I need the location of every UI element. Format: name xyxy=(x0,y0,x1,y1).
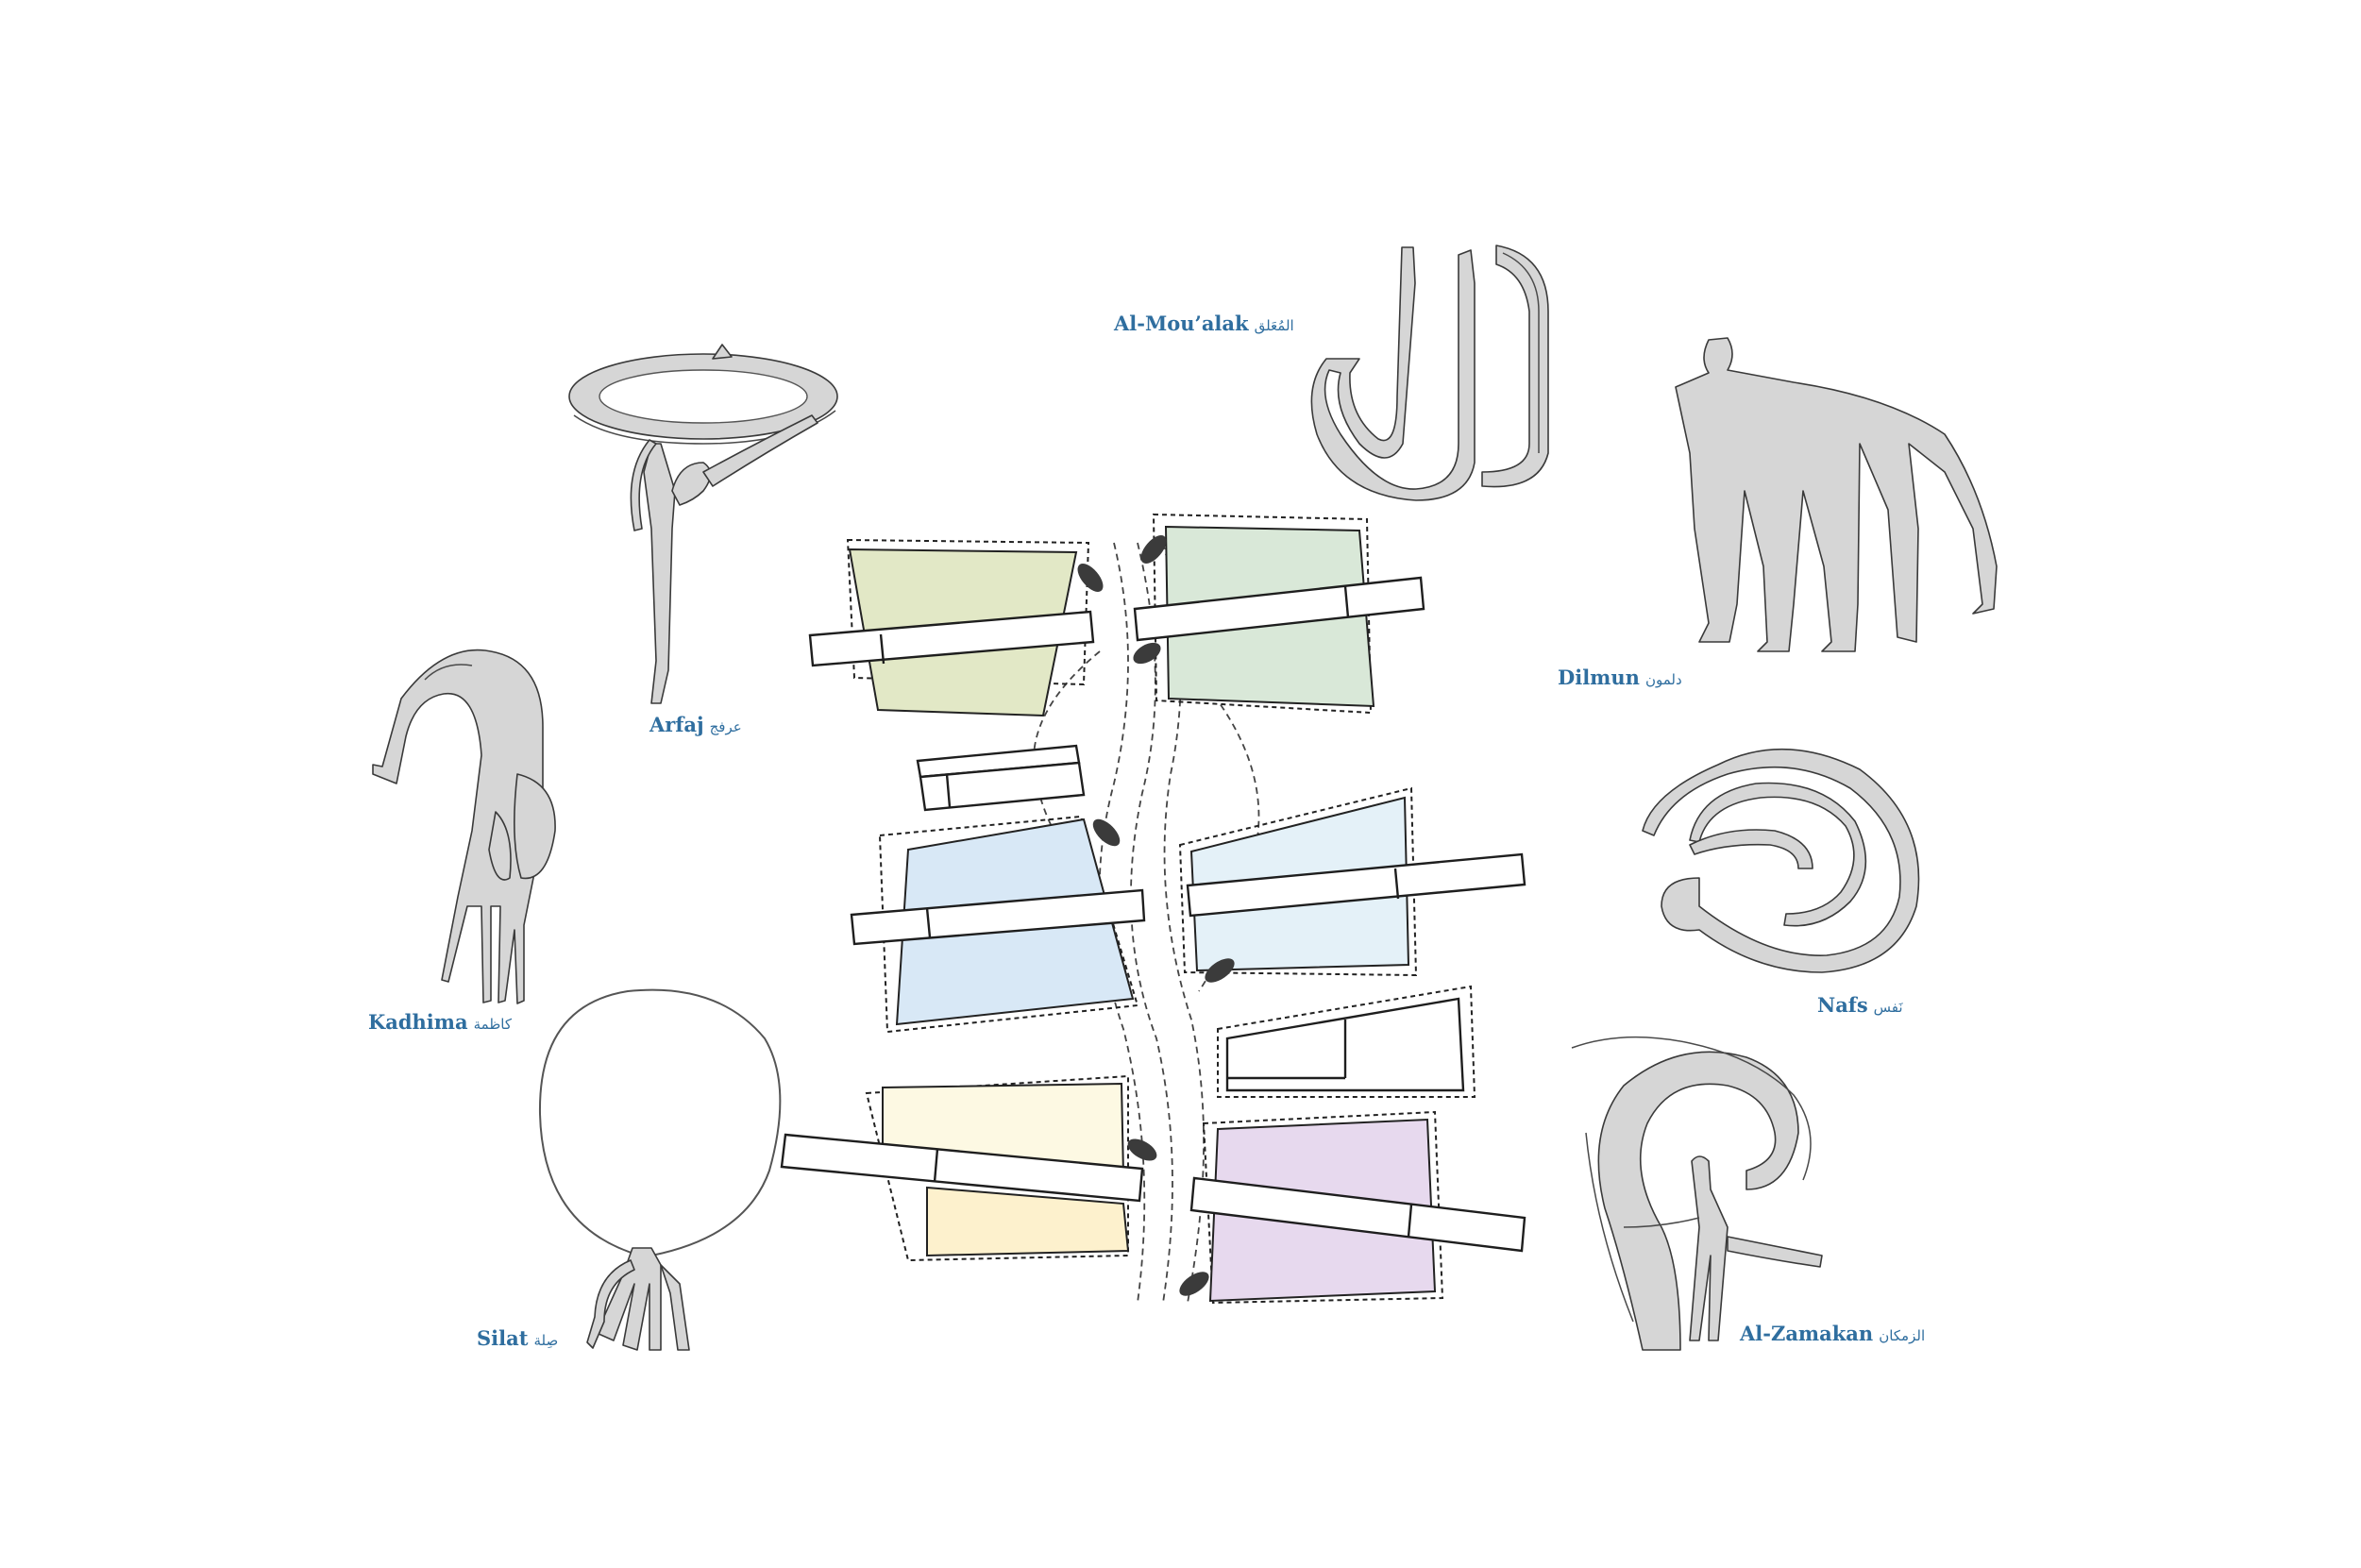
strip-block-1 xyxy=(916,744,1086,812)
room-block-2 xyxy=(1133,513,1425,715)
label-dilmun-arabic: دلمون xyxy=(1644,671,1682,688)
figure-holding-ring-icon xyxy=(568,344,838,704)
label-kadhima-arabic: كاظمة xyxy=(473,1016,512,1033)
room-block-3 xyxy=(850,815,1146,1034)
room-block-5 xyxy=(780,1074,1144,1262)
label-nafs-latin: Nafs xyxy=(1817,993,1868,1017)
strip-block-2 xyxy=(1217,985,1476,1098)
bent-figure-icon xyxy=(372,649,556,1004)
label-al-moualak: Al-Mou’alak المُعَلق xyxy=(1114,312,1294,335)
swirl-figure-icon xyxy=(1571,1036,1823,1351)
label-al-zamakan-latin: Al-Zamakan xyxy=(1740,1322,1874,1345)
label-nafs: Nafs نَفس xyxy=(1817,993,1903,1017)
label-silat-latin: Silat xyxy=(477,1326,529,1350)
label-arfaj-latin: Arfaj xyxy=(649,713,704,736)
label-dilmun-latin: Dilmun xyxy=(1558,666,1640,689)
label-al-zamakan-arabic: الزمكان xyxy=(1879,1327,1926,1344)
label-al-moualak-latin: Al-Mou’alak xyxy=(1114,312,1249,335)
label-arfaj: Arfaj عرفج xyxy=(649,713,742,736)
room-block-4 xyxy=(1178,786,1526,977)
hanging-figure-icon xyxy=(1310,244,1549,501)
spiral-figure-icon xyxy=(1642,748,1920,973)
pebble-nodes xyxy=(1077,535,1235,1296)
label-kadhima-latin: Kadhima xyxy=(368,1010,468,1034)
balloon-figure-icon xyxy=(538,988,782,1351)
multi-legged-figure-icon xyxy=(1675,337,1998,652)
room-block-1 xyxy=(808,538,1095,717)
label-al-zamakan: Al-Zamakan الزمكان xyxy=(1740,1322,1925,1345)
label-silat-arabic: صِلة xyxy=(533,1332,559,1349)
room-block-6 xyxy=(1189,1110,1526,1305)
label-nafs-arabic: نَفس xyxy=(1873,999,1903,1016)
label-kadhima: Kadhima كاظمة xyxy=(368,1010,512,1034)
label-arfaj-arabic: عرفج xyxy=(709,718,742,735)
label-al-moualak-arabic: المُعَلق xyxy=(1254,317,1294,334)
